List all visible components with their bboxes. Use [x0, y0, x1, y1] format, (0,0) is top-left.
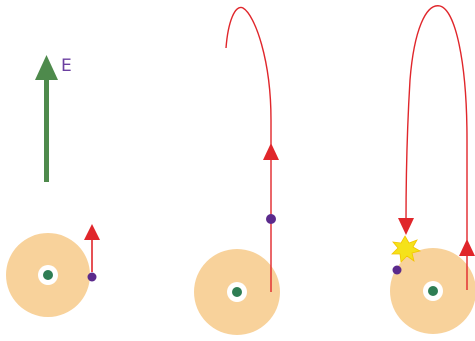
panel-ionization — [6, 224, 100, 317]
field-label: E — [61, 56, 72, 76]
returning-arrow-head — [398, 218, 414, 235]
electron — [393, 266, 402, 275]
trajectory-arrow-head — [263, 143, 279, 160]
electric-field-arrow — [35, 55, 58, 182]
electron-trajectory — [406, 6, 467, 290]
panel-recollision — [390, 6, 475, 334]
nucleus — [232, 287, 242, 297]
electron — [88, 273, 97, 282]
outgoing-arrow-head — [459, 239, 475, 256]
nucleus — [428, 286, 438, 296]
electron — [266, 214, 276, 224]
field-arrow-shaft — [44, 76, 49, 182]
nucleus — [43, 270, 53, 280]
field-arrow-head — [35, 55, 58, 80]
panel-acceleration — [194, 7, 280, 335]
velocity-arrow-head — [84, 224, 100, 240]
